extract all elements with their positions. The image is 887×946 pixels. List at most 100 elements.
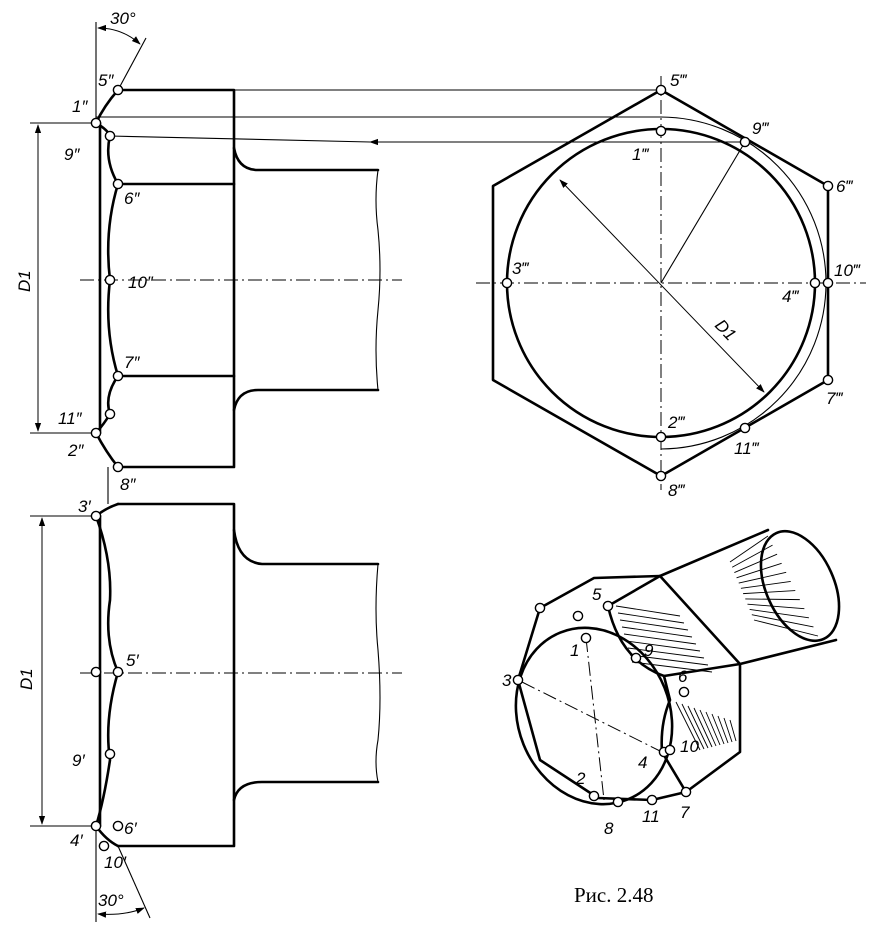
hatch-line xyxy=(621,626,693,638)
reference-point xyxy=(646,794,658,806)
iso-top-face-edges xyxy=(606,574,742,794)
label-iso-2: 2 xyxy=(575,769,586,788)
label-iso-4: 4 xyxy=(638,753,647,772)
reference-point xyxy=(90,117,102,129)
hatch-line xyxy=(619,619,689,631)
iso-face-hatching xyxy=(615,605,737,751)
reference-point xyxy=(112,820,124,832)
angle-ext-slant-bottom xyxy=(117,845,151,919)
hatch-line xyxy=(711,713,725,745)
angle-ext-slant-top xyxy=(117,37,147,91)
label-front-10: 10″ xyxy=(128,273,154,292)
side-shank-break xyxy=(375,563,381,783)
label-iso-3: 3 xyxy=(502,671,512,690)
front-face-edges xyxy=(116,182,236,378)
label-side-10: 10′ xyxy=(104,853,127,872)
reference-point xyxy=(104,274,116,286)
hatch-line xyxy=(623,633,697,645)
reference-point xyxy=(580,632,592,644)
iso-shank-end xyxy=(759,529,841,643)
reference-point xyxy=(822,374,834,386)
hatch-line xyxy=(705,711,721,746)
label-top-6: 6‴ xyxy=(836,177,853,196)
hatch-line xyxy=(751,614,814,628)
reference-point xyxy=(739,136,751,148)
hatch-line xyxy=(729,719,737,742)
label-top-5: 5‴ xyxy=(670,71,687,90)
hatch-line xyxy=(743,590,796,595)
angle-label-bottom: 30° xyxy=(98,891,124,910)
reference-point xyxy=(680,786,692,798)
reference-point xyxy=(98,840,110,852)
projection-line-9 xyxy=(109,135,371,143)
reference-point xyxy=(572,610,584,622)
reference-point xyxy=(112,370,124,382)
reference-point xyxy=(512,674,524,686)
label-front-8: 8″ xyxy=(120,475,136,494)
label-front-5: 5″ xyxy=(98,71,114,90)
angle-label-top: 30° xyxy=(110,9,136,28)
label-front-6: 6″ xyxy=(124,189,140,208)
front-shank xyxy=(232,146,380,412)
label-front-1: 1″ xyxy=(72,97,88,116)
hatch-line xyxy=(625,640,701,652)
reference-point xyxy=(612,796,624,808)
label-iso-5: 5 xyxy=(592,585,602,604)
label-side-6: 6′ xyxy=(124,819,137,838)
reference-point xyxy=(112,461,124,473)
label-side-3: 3′ xyxy=(78,497,91,516)
label-front-7: 7″ xyxy=(124,353,140,372)
radius-line-9 xyxy=(660,141,746,284)
reference-point xyxy=(809,277,821,289)
hatch-line xyxy=(699,709,717,747)
reference-point xyxy=(655,431,667,443)
isometric-view xyxy=(514,528,841,806)
angle-arc-bottom xyxy=(97,907,145,918)
reference-point xyxy=(90,820,102,832)
label-iso-1: 1 xyxy=(570,641,579,660)
label-top-1: 1‴ xyxy=(632,145,649,164)
side-view xyxy=(30,467,402,922)
hatch-line xyxy=(734,553,778,573)
reference-point xyxy=(822,277,834,289)
hatch-line xyxy=(753,619,819,637)
label-top-3: 3‴ xyxy=(512,259,529,278)
top-view xyxy=(96,76,866,490)
hatch-line xyxy=(736,562,782,579)
reference-point xyxy=(655,84,667,96)
hatch-line xyxy=(717,715,729,744)
reference-point xyxy=(104,130,116,142)
reference-points xyxy=(90,84,834,852)
label-front-9: 9″ xyxy=(64,145,80,164)
front-view xyxy=(30,22,402,469)
reference-point xyxy=(501,277,513,289)
label-top-8: 8‴ xyxy=(668,481,685,500)
iso-front-face xyxy=(514,626,674,806)
hatch-line xyxy=(745,598,800,601)
hatch-line xyxy=(617,612,685,624)
labels: 30° 30° D1 D1 D1 5″ 1″ 9″ 6″ 10″ 7″ 11″ … xyxy=(15,9,861,910)
label-iso-11: 11 xyxy=(642,807,660,826)
reference-point xyxy=(112,178,124,190)
hatch-line xyxy=(615,605,681,617)
front-shank-break xyxy=(375,169,381,391)
hatch-line xyxy=(629,654,709,666)
hatch-line xyxy=(681,703,705,750)
label-top-2: 2‴ xyxy=(667,413,685,432)
hatch-line xyxy=(687,705,709,749)
hatch-line xyxy=(631,661,713,673)
figure-caption: Рис. 2.48 xyxy=(574,883,654,907)
label-iso-10: 10 xyxy=(680,737,699,756)
dim-line-D1-top xyxy=(559,179,765,393)
dim-label-D1-front: D1 xyxy=(15,270,34,292)
reference-point xyxy=(112,666,124,678)
reference-point xyxy=(630,652,642,664)
hatch-line xyxy=(693,707,713,748)
label-front-11: 11″ xyxy=(58,409,83,428)
reference-point xyxy=(655,125,667,137)
side-head-outline xyxy=(116,502,236,848)
label-iso-9: 9 xyxy=(644,641,654,660)
hatch-line xyxy=(723,717,733,743)
hatch-line xyxy=(749,609,809,619)
